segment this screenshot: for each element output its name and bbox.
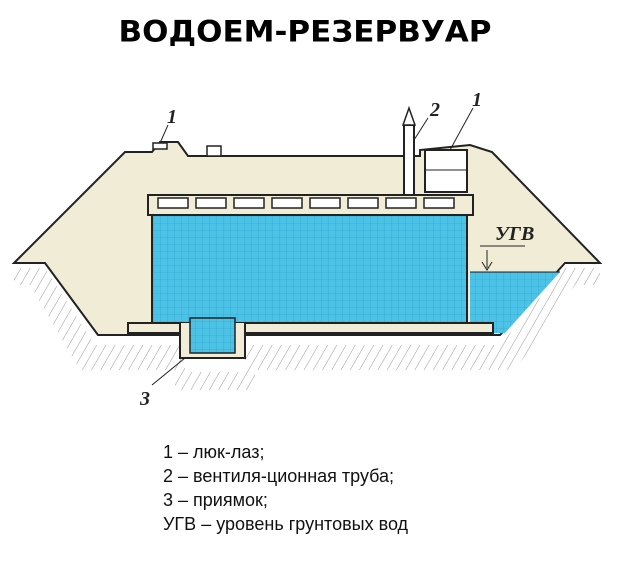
callout-3: 3 — [139, 388, 150, 410]
legend: 1 – люк-лаз; 2 – вентиля-ционная труба; … — [163, 440, 408, 536]
arrow-down-icon — [481, 250, 493, 271]
callout-2: 2 — [429, 99, 440, 121]
tank-floor — [127, 322, 494, 334]
callout-1-right: 1 — [472, 89, 482, 111]
page-title: ВОДОЕМ-РЕЗЕРВУАР — [118, 14, 492, 50]
hatch-left — [152, 142, 168, 150]
legend-item: 1 – люк-лаз; — [163, 442, 265, 462]
groundwater-label: УГВ — [495, 223, 534, 245]
legend-item: УГВ – уровень грунтовых вод — [163, 514, 409, 534]
ground-hatch — [14, 268, 600, 390]
tank-water — [151, 214, 468, 324]
legend-item: 2 – вентиля-ционная труба; — [163, 466, 395, 486]
groundwater — [470, 272, 560, 333]
callout-1-left: 1 — [167, 106, 177, 128]
legend-item: 3 – приямок; — [163, 490, 268, 510]
hatch-right — [424, 149, 468, 193]
hatch-small — [206, 145, 222, 157]
vent-pipe — [403, 124, 415, 196]
